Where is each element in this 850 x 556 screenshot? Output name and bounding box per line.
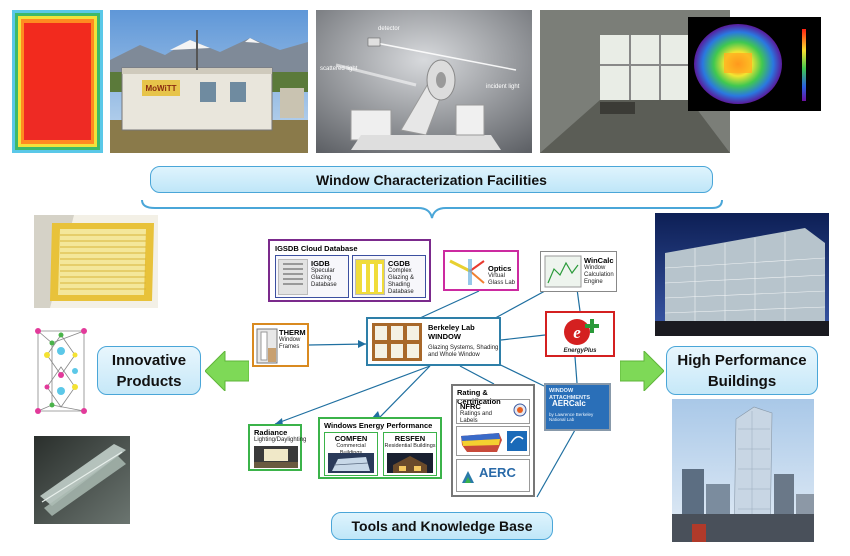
therm-desc: Window Frames [279, 337, 301, 350]
igdb-desc: Specular Glazing Database [311, 268, 337, 288]
wincalc-box[interactable]: WinCalc Window Calculation Engine [540, 251, 617, 292]
rating-certification-panel: Rating & Certification NFRC Ratings and … [451, 384, 535, 497]
mowitt-trailer-photo: MoWiTT [110, 10, 308, 153]
high-performance-box: High Performance Buildings [666, 346, 818, 395]
comfen-name: COMFEN [334, 434, 368, 443]
right-arrow-icon [620, 351, 664, 391]
energy-star-box[interactable] [456, 426, 530, 456]
aercalc-box[interactable]: WINDOW ATTACHMENTS AERCalc by Lawrence B… [544, 383, 611, 431]
nfrc-logo-icon [513, 403, 527, 417]
comfen-box[interactable]: COMFEN Commercial Buildings [324, 432, 378, 476]
optics-box[interactable]: Optics Virtual Glass Lab [443, 250, 519, 291]
wincalc-icon [544, 255, 582, 288]
igdb-name: IGDB [311, 259, 330, 268]
radiance-desc: Lighting/Daylighting [254, 437, 307, 443]
tools-banner: Tools and Knowledge Base [331, 512, 553, 540]
resfen-box[interactable]: RESFEN Residential Buildings [383, 432, 437, 476]
facilities-banner-label: Window Characterization Facilities [316, 171, 547, 188]
resfen-name: RESFEN [394, 434, 426, 443]
radiance-name: Radiance [254, 428, 288, 437]
innovative-products-box: Innovative Products [97, 346, 201, 395]
attachments-title: WINDOW ATTACHMENTS [549, 388, 591, 401]
thermal-map-photo [12, 10, 103, 153]
energyplus-label: EnergyPlus [563, 348, 597, 354]
optics-name: Optics [488, 264, 512, 273]
cgdb-desc: Complex Glazing & Shading Database [388, 268, 415, 295]
igdb-thumbnail [278, 259, 308, 295]
igsdb-panel: IGSDB Cloud Database IGDB Specular Glazi… [268, 239, 431, 302]
wincalc-desc: Window Calculation Engine [584, 265, 614, 285]
aercalc-desc: by Lawrence Berkeley National Lab [549, 412, 594, 422]
resfen-desc: Residential Buildings [384, 443, 436, 449]
igsdb-title: IGSDB Cloud Database [275, 244, 358, 253]
trailer-sign: MoWiTT [145, 84, 176, 93]
wep-title: Windows Energy Performance [324, 421, 433, 430]
crystal-structure-image [30, 325, 92, 417]
luminance-map-photo [688, 17, 821, 111]
skyscraper-city-photo [672, 399, 814, 542]
innovative-products-label: Innovative Products [111, 351, 187, 390]
nfrc-desc: Ratings and Labels [460, 411, 493, 424]
venetian-blind-window-photo [34, 215, 158, 308]
energyplus-logo-icon: e [564, 319, 599, 345]
therm-name: THERM [279, 328, 306, 337]
therm-box[interactable]: THERM Window Frames [252, 323, 309, 367]
aercalc-name: AERCalc [552, 399, 586, 408]
nfrc-box[interactable]: NFRC Ratings and Labels [456, 399, 530, 424]
comfen-image [328, 453, 374, 473]
goniophotometer-render: detector scattered light incident light [316, 10, 532, 153]
optics-icon [449, 259, 485, 285]
radiance-image [254, 446, 298, 468]
rating-title: Rating & Certification [457, 388, 501, 406]
scattered-light-label: scattered light [320, 66, 358, 72]
facilities-banner: Window Characterization Facilities [150, 166, 713, 193]
aerc-logo-icon [462, 471, 474, 483]
aerc-logo-text: AERC [479, 465, 516, 480]
energyplus-box[interactable]: e EnergyPlus [545, 311, 615, 357]
insulated-glass-photo [34, 436, 130, 524]
therm-icon [256, 328, 278, 364]
energy-star-icon [507, 431, 527, 451]
svg-text:e: e [573, 323, 581, 342]
detector-label: detector [378, 26, 400, 32]
us-climate-map-image [461, 433, 502, 452]
resfen-image [387, 453, 433, 473]
windows-energy-performance-panel: Windows Energy Performance COMFEN Commer… [318, 417, 442, 479]
window-frame-icon [372, 323, 422, 361]
wincalc-name: WinCalc [584, 256, 614, 265]
optics-desc: Virtual Glass Lab [488, 273, 516, 286]
left-arrow-icon [205, 351, 249, 391]
window-name: Berkeley Lab WINDOW [428, 323, 475, 341]
nfrc-name: NFRC [460, 402, 481, 411]
glass-building-photo [655, 213, 829, 336]
cgdb-box[interactable]: CGDB Complex Glazing & Shading Database [352, 255, 426, 298]
tools-banner-label: Tools and Knowledge Base [351, 518, 533, 534]
cgdb-name: CGDB [388, 259, 411, 268]
window-desc: Glazing Systems, Shading and Whole Windo… [428, 345, 499, 358]
igdb-box[interactable]: IGDB Specular Glazing Database [275, 255, 349, 298]
cgdb-thumbnail [355, 259, 385, 295]
aerc-box[interactable]: AERC [456, 459, 530, 492]
berkeley-lab-window-box[interactable]: Berkeley Lab WINDOW Glazing Systems, Sha… [366, 317, 501, 366]
high-performance-label: High Performance Buildings [677, 351, 807, 390]
incident-light-label: incident light [486, 84, 520, 90]
radiance-box[interactable]: Radiance Lighting/Daylighting [248, 424, 306, 471]
